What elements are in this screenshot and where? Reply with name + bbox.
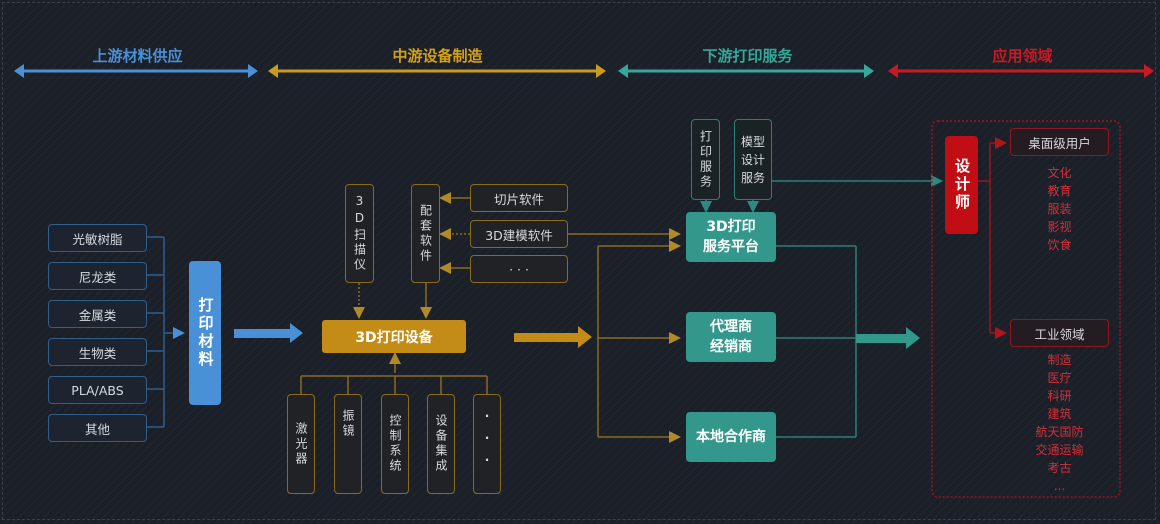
component-galvanometer-label: 振镜 [341, 409, 355, 439]
material-photosensitive-resin: 光敏树脂 [48, 224, 147, 252]
header-midstream: 中游设备制造 [392, 47, 483, 65]
component-laser-label: 激光器 [294, 421, 308, 467]
print-service-label: 打印服务 [698, 129, 713, 190]
agent-label-line1: 代理商 [710, 319, 752, 335]
header-downstream: 下游打印服务 [702, 47, 793, 65]
materials-bracket [147, 236, 185, 428]
software-more: · · · [470, 255, 568, 283]
3d-printing-service-platform: 3D打印 服务平台 [686, 212, 776, 262]
platform-label-line1: 3D打印 [706, 219, 756, 235]
software-label: 配套软件 [418, 203, 433, 264]
industrial-item: 航天国防 [1035, 425, 1084, 439]
desktop-item: 文化 [1047, 166, 1072, 180]
scanner-box: 3D扫描仪 [345, 184, 374, 283]
component-equipment-integration-label: 设备集成 [434, 414, 448, 474]
industrial-item: 科研 [1047, 389, 1072, 403]
component-more: ··· [473, 394, 501, 494]
designer-label: 设计师 [953, 158, 971, 212]
component-galvanometer: 振镜 [334, 394, 362, 494]
designer-box: 设计师 [945, 136, 978, 234]
header-arrow-downstream [618, 64, 874, 78]
applications-frame [931, 120, 1121, 498]
header-arrow-upstream [14, 64, 258, 78]
midstream-connectors [300, 192, 681, 443]
industrial-item: 交通运输 [1035, 443, 1084, 457]
industrial-item: 建筑 [1047, 407, 1072, 421]
header-arrow-midstream [268, 64, 606, 78]
software-slicing: 切片软件 [470, 184, 568, 212]
desktop-item: 影视 [1047, 220, 1072, 234]
scanner-label: 3D扫描仪 [352, 194, 367, 273]
arrow-services-to-applications [856, 327, 920, 349]
industrial-item: 医疗 [1047, 371, 1072, 385]
header-arrow-applications [888, 64, 1154, 78]
industrial-list: 制造 医疗 科研 建筑 航天国防 交通运输 考古 ... [1010, 351, 1109, 495]
industrial-item: ... [1053, 479, 1066, 493]
component-more-label: ··· [480, 409, 494, 475]
agent-distributor: 代理商 经销商 [686, 312, 776, 362]
component-laser: 激光器 [287, 394, 315, 494]
component-control-system-label: 控制系统 [388, 414, 402, 474]
3d-printing-device: 3D打印设备 [322, 320, 466, 353]
desktop-item: 饮食 [1047, 238, 1072, 252]
material-nylon: 尼龙类 [48, 262, 147, 290]
industrial-item: 制造 [1047, 353, 1072, 367]
header-applications: 应用领域 [992, 47, 1053, 65]
desktop-users-list: 文化 教育 服装 影视 饮食 [1010, 164, 1109, 254]
printing-materials-hub: 打印材料 [189, 261, 221, 405]
desktop-users-box: 桌面级用户 [1010, 128, 1109, 156]
material-pla-abs: PLA/ABS [48, 376, 147, 404]
desktop-item: 教育 [1047, 184, 1072, 198]
component-equipment-integration: 设备集成 [427, 394, 455, 494]
agent-label-line2: 经销商 [710, 339, 752, 355]
material-other: 其他 [48, 414, 147, 442]
arrow-materials-to-device [234, 323, 303, 343]
local-partner: 本地合作商 [686, 412, 776, 462]
platform-label-line2: 服务平台 [703, 239, 759, 255]
industrial-item: 考古 [1047, 461, 1072, 475]
applications-connectors [978, 137, 1007, 339]
desktop-item: 服装 [1047, 202, 1072, 216]
model-design-service-box: 模型设计服务 [734, 119, 772, 200]
industrial-field-box: 工业领域 [1010, 319, 1109, 347]
printing-materials-label: 打印材料 [196, 297, 215, 369]
print-service-box: 打印服务 [691, 119, 720, 200]
downstream-connectors [700, 175, 943, 438]
software-3d-modeling: 3D建模软件 [470, 220, 568, 248]
arrow-device-to-services [514, 326, 592, 348]
material-biological: 生物类 [48, 338, 147, 366]
component-control-system: 控制系统 [381, 394, 409, 494]
software-box: 配套软件 [411, 184, 440, 283]
header-upstream: 上游材料供应 [92, 47, 183, 65]
material-metal: 金属类 [48, 300, 147, 328]
